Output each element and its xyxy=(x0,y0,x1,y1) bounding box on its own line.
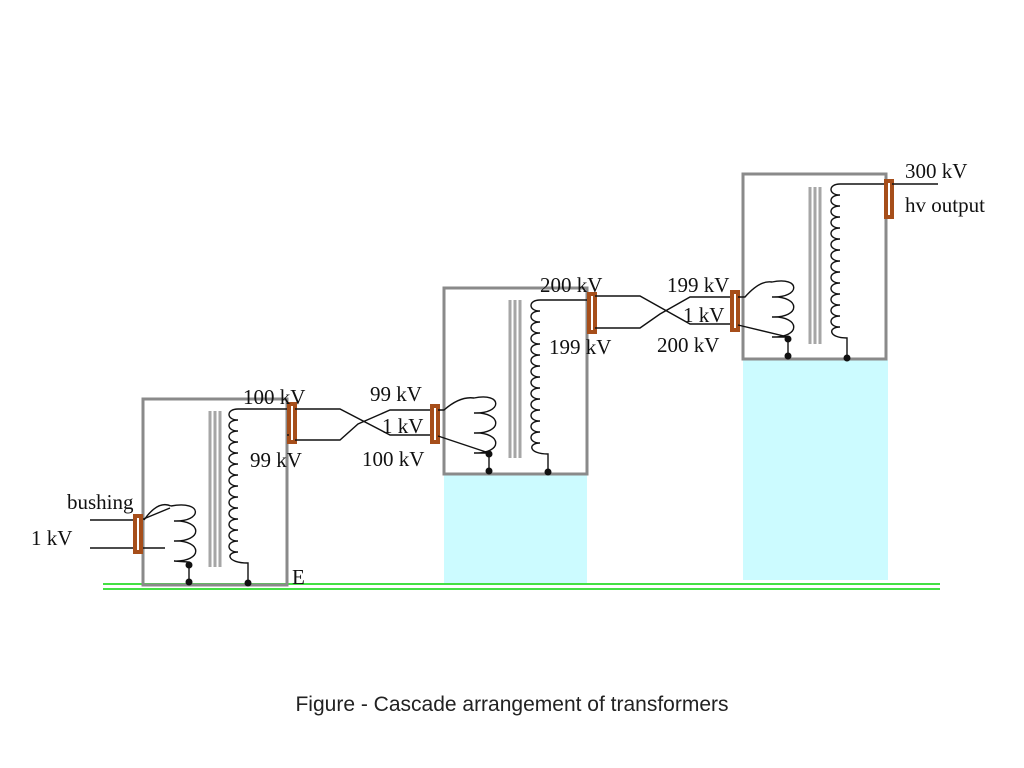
figure-caption: Figure - Cascade arrangement of transfor… xyxy=(295,693,729,716)
bushing-stage-3-input xyxy=(730,290,740,332)
label-stage2-199kv: 199 kV xyxy=(549,335,611,359)
label-bushing: bushing xyxy=(67,490,134,514)
insulating-stand-3 xyxy=(743,360,888,580)
label-stage2-99kv: 99 kV xyxy=(370,382,422,406)
core-stage-3 xyxy=(808,187,822,344)
label-output-300kv: 300 kV xyxy=(905,159,967,183)
bushing-stage-1 xyxy=(287,402,297,444)
transformer-stage-3 xyxy=(730,172,938,362)
bushing-output xyxy=(884,179,894,219)
label-stage2-200kv: 200 kV xyxy=(540,273,602,297)
transformer-stage-2 xyxy=(430,286,597,476)
label-stage1-100kv: 100 kV xyxy=(243,385,305,409)
label-stage3-200kv: 200 kV xyxy=(657,333,719,357)
primary-winding-stage-3 xyxy=(737,280,795,356)
tank-stage-1 xyxy=(141,397,289,587)
transformer-stage-1 xyxy=(90,397,297,587)
core-stage-1 xyxy=(208,411,222,567)
label-stage2-1kv: 1 kV xyxy=(382,414,423,438)
link-stage-1-2 xyxy=(295,408,432,441)
label-stage3-199kv: 199 kV xyxy=(667,273,729,297)
label-stage2-100kv: 100 kV xyxy=(362,447,424,471)
label-stage3-1kv: 1 kV xyxy=(683,303,724,327)
label-input-1kv: 1 kV xyxy=(31,526,72,550)
label-earth: E xyxy=(292,565,305,589)
bushing-stage-2-input xyxy=(430,404,440,444)
primary-winding-stage-1 xyxy=(143,503,197,581)
secondary-winding-stage-3 xyxy=(830,183,886,356)
tank-stage-2 xyxy=(442,286,589,476)
bushing-stage-2 xyxy=(587,292,597,334)
label-stage1-99kv: 99 kV xyxy=(250,448,302,472)
secondary-winding-stage-2 xyxy=(530,299,587,470)
tank-stage-3 xyxy=(741,172,888,361)
primary-winding-stage-2 xyxy=(437,396,497,470)
link-stage-2-3 xyxy=(595,295,732,329)
insulating-stand-2 xyxy=(444,475,587,583)
label-hv-output: hv output xyxy=(905,193,985,217)
secondary-winding-stage-1 xyxy=(228,408,287,581)
core-stage-2 xyxy=(508,300,522,458)
bushing-input xyxy=(133,514,143,554)
